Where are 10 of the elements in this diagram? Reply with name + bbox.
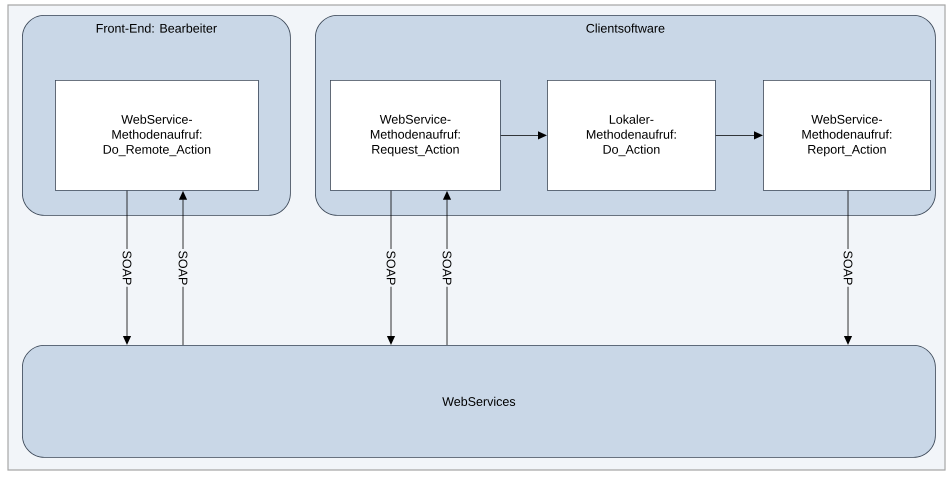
edge-label: SOAP <box>121 249 133 287</box>
process-box: WebService-Methodenaufruf: Do_Remote_Action <box>55 80 259 191</box>
edge-label: SOAP <box>385 249 397 287</box>
process-box: WebService-Methodenaufruf: Request_Action <box>330 80 501 191</box>
edge-label: SOAP <box>842 249 854 287</box>
process-box: Lokaler-Methodenaufruf: Do_Action <box>547 80 716 191</box>
container-box: WebServices <box>22 345 936 458</box>
process-box: WebService-Methodenaufruf: Report_Action <box>763 80 931 191</box>
edge-label: SOAP <box>441 249 453 287</box>
edge-label: SOAP <box>177 249 189 287</box>
